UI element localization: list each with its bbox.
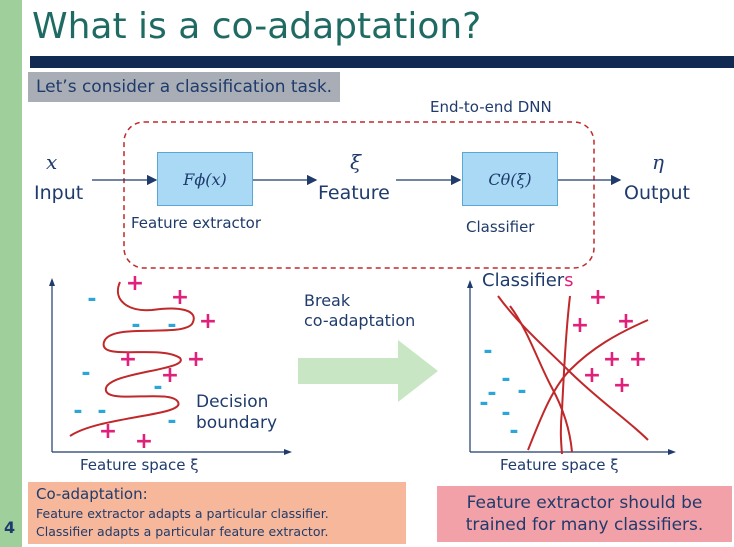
feature-extractor-label: Feature extractor (131, 214, 262, 232)
coadaptation-line1: Feature extractor adapts a particular cl… (36, 506, 329, 521)
plus-sign: + (199, 309, 217, 334)
minus-sign: - (479, 391, 488, 416)
plus-sign: + (161, 363, 179, 388)
classifier-line-3 (559, 295, 571, 455)
feature-extractor-box: Fϕ(x) (157, 152, 253, 206)
right-axis-label: Feature space ξ (500, 456, 619, 474)
plus-sign: + (583, 363, 601, 388)
classifier-label: Classifier (466, 218, 535, 236)
slide-subtitle: Let’s consider a classification task. (28, 72, 341, 102)
coadaptation-heading: Co-adaptation: (36, 485, 148, 503)
left-y-arrowhead (49, 278, 55, 286)
minus-sign: - (501, 401, 510, 426)
classifiers-title-plural: s (564, 270, 574, 291)
classifiers-title: Classifiers (482, 270, 574, 291)
output-label: Output (624, 182, 690, 204)
classifier-line-4 (527, 319, 649, 451)
plus-sign: + (603, 347, 621, 372)
left-feature-plot: +++---+++-----++ (49, 271, 292, 455)
right-x-arrowhead (668, 449, 676, 455)
plus-sign: + (589, 285, 607, 310)
feature-label: Feature (318, 182, 390, 204)
input-label: Input (34, 182, 84, 204)
coadaptation-line2: Classifier adapts a particular feature e… (36, 524, 329, 539)
plus-sign: + (135, 429, 153, 454)
minus-sign: - (487, 381, 496, 406)
left-axis-label: Feature space ξ (80, 456, 199, 474)
left-x-arrowhead (284, 449, 292, 455)
coadaptation-box: Co-adaptation: Feature extractor adapts … (28, 482, 406, 544)
conclusion-box: Feature extractor should be trained for … (437, 486, 732, 542)
plus-sign: + (171, 285, 189, 310)
minus-sign: - (73, 399, 82, 424)
classifier-box: Cθ(ξ) (462, 152, 558, 206)
plus-sign: + (119, 347, 137, 372)
left-decision-boundary (69, 281, 195, 437)
dnn-label: End-to-end DNN (430, 98, 552, 116)
plus-sign: + (613, 373, 631, 398)
minus-sign: - (97, 399, 106, 424)
conclusion-line2: trained for many classifiers. (465, 515, 704, 535)
minus-sign: - (167, 313, 176, 338)
decision-boundary-label: Decision boundary (196, 392, 277, 434)
input-symbol: x (46, 150, 58, 174)
left-plot-symbols: +++---+++-----++ (73, 271, 217, 454)
classifiers-title-main: Classifier (482, 270, 565, 291)
decision-boundary-label-line2: boundary (196, 413, 277, 433)
page-number: 4 (4, 518, 16, 537)
break-label-line2: co-adaptation (304, 311, 416, 330)
break-coadaptation-label: Break co-adaptation (304, 291, 415, 331)
right-plot-symbols: +++++++------- (479, 285, 647, 444)
minus-sign: - (167, 409, 176, 434)
decision-boundary-label-line1: Decision (196, 392, 269, 412)
plus-sign: + (629, 347, 647, 372)
output-symbol: η (652, 150, 664, 174)
conclusion-text: Feature extractor should be trained for … (466, 492, 704, 536)
dnn-dashed-region (123, 121, 595, 269)
minus-sign: - (81, 361, 90, 386)
title-underline-bar (30, 56, 734, 68)
plus-sign: + (571, 313, 589, 338)
plus-sign: + (126, 271, 144, 296)
plus-sign: + (617, 309, 635, 334)
minus-sign: - (517, 379, 526, 404)
right-feature-plot: +++++++------- (467, 280, 676, 455)
classifier-line-2 (509, 305, 573, 453)
right-y-arrowhead (467, 280, 473, 288)
break-arrow-shape (298, 340, 438, 402)
minus-sign: - (501, 367, 510, 392)
plus-sign: + (99, 419, 117, 444)
minus-sign: - (131, 313, 140, 338)
minus-sign: - (509, 419, 518, 444)
break-label-line1: Break (304, 291, 351, 310)
minus-sign: - (87, 287, 96, 312)
slide-title: What is a co-adaptation? (32, 6, 482, 47)
minus-sign: - (483, 339, 492, 364)
minus-sign: - (153, 375, 162, 400)
conclusion-line1: Feature extractor should be (466, 493, 703, 513)
left-accent-bar (0, 0, 22, 547)
feature-symbol: ξ (350, 150, 362, 174)
plus-sign: + (187, 347, 205, 372)
break-arrow (298, 340, 438, 402)
